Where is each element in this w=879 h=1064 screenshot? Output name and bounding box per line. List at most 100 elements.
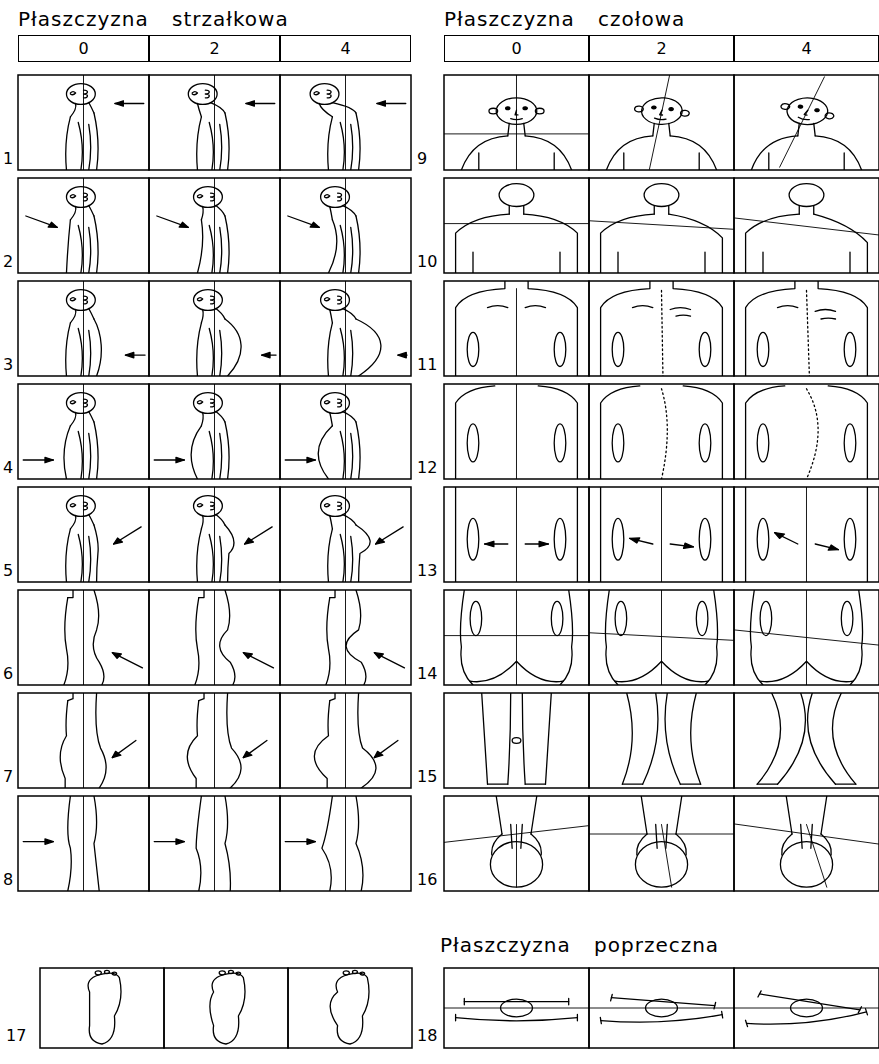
figure-line [746, 487, 868, 582]
posture-cell [589, 487, 734, 582]
figure-line [45, 839, 53, 844]
figure-line [461, 136, 507, 170]
figure-drawing [88, 970, 121, 1044]
figure-line [560, 590, 573, 685]
cell-frame [734, 796, 879, 891]
figure-drawing [456, 487, 578, 582]
posture-cell [589, 693, 734, 788]
figure-line [757, 784, 856, 785]
figure-line [214, 590, 215, 685]
plane-title: Płaszczyzna poprzeczna [440, 934, 719, 957]
row-number: 2 [3, 253, 13, 271]
figure-line [523, 107, 527, 110]
figure-line [115, 101, 123, 106]
figure-line [125, 352, 133, 357]
figure-line [64, 598, 68, 685]
figure-line [470, 661, 563, 681]
figure-drawing [60, 693, 136, 788]
figure-line [376, 527, 404, 544]
figure-line [612, 424, 624, 462]
row-number: 11 [417, 356, 437, 374]
figure-line [757, 693, 780, 784]
figure-line [66, 496, 95, 517]
figure-line [624, 153, 699, 170]
figure-drawing [194, 281, 277, 376]
figure-line [456, 1014, 578, 1020]
figure-line [310, 222, 319, 227]
posture-cell [280, 281, 411, 376]
figure-line [612, 518, 624, 560]
figure-line [314, 92, 319, 95]
figure-line [191, 426, 201, 479]
figure-line [314, 701, 329, 788]
figure-line [832, 693, 855, 784]
cell-frame [589, 590, 734, 685]
figure-line [622, 784, 700, 785]
figure-drawing [64, 590, 143, 685]
figure-line [330, 413, 333, 426]
figure-line [750, 590, 763, 685]
cell-frame [589, 178, 734, 273]
figure-drawing [746, 281, 868, 376]
cell-frame [444, 178, 589, 273]
figure-line [444, 1008, 589, 1009]
figure-line [734, 218, 879, 235]
figure-line [757, 332, 769, 366]
figure-line [89, 330, 91, 376]
figure-line [630, 538, 653, 544]
row-number: 17 [6, 1027, 26, 1045]
row-number: 7 [3, 768, 13, 786]
figure-line [661, 590, 662, 685]
figure-line [799, 206, 814, 215]
posture-cell [734, 590, 879, 685]
figure-line [850, 590, 863, 685]
posture-cell [589, 384, 734, 479]
cell-frame [18, 75, 149, 170]
figure-line [197, 504, 202, 507]
figure-line [340, 329, 344, 377]
figure-line [669, 214, 723, 273]
figure-drawing [589, 796, 734, 887]
figure-line [94, 319, 101, 376]
figure-line [194, 290, 223, 311]
figure-line [464, 998, 568, 1004]
figure-line [209, 329, 213, 377]
figure-line [78, 226, 82, 274]
figure-line [84, 502, 88, 510]
figure-line [828, 386, 867, 479]
figure-line [84, 296, 88, 304]
cell-frame [734, 487, 879, 582]
figure-line [769, 153, 844, 170]
cell-frame [149, 75, 280, 170]
figure-line [201, 413, 203, 426]
figure-line [214, 281, 215, 376]
figure-line [225, 796, 230, 891]
figure-line [83, 384, 84, 479]
figure-line [70, 207, 75, 220]
figure-line [780, 103, 791, 110]
cell-frame [280, 796, 411, 891]
figure-line [112, 751, 121, 757]
figure-line [325, 504, 330, 507]
posture-cell [444, 75, 589, 170]
figure-line [528, 281, 577, 376]
figure-line [210, 973, 245, 1044]
figure-line [684, 543, 694, 548]
label-text: Płaszczyzna poprzeczna [440, 933, 719, 957]
figure-drawing [622, 693, 700, 784]
posture-cell [734, 968, 879, 1048]
figure-line [330, 590, 335, 598]
posture-cell [18, 796, 149, 891]
figure-line [220, 227, 222, 273]
figure-line [808, 693, 836, 784]
figure-line [288, 216, 319, 227]
posture-cell [280, 796, 411, 891]
figure-line [68, 590, 73, 598]
figure-line [94, 113, 98, 170]
figure-line [197, 220, 202, 273]
figure-line [522, 693, 525, 784]
figure-line [328, 323, 333, 376]
figure-drawing [601, 487, 723, 582]
figure-line [516, 384, 517, 479]
